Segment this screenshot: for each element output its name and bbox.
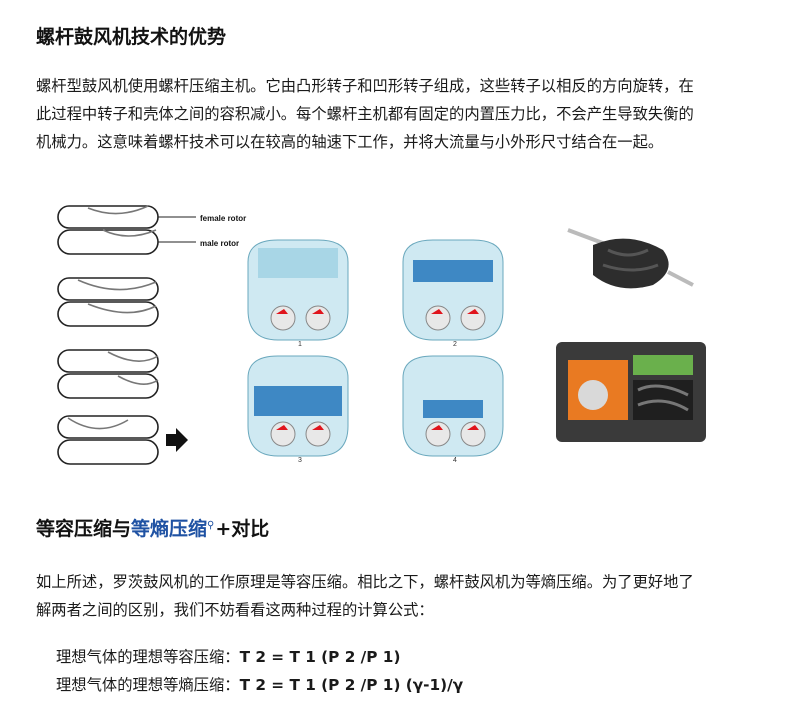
formula-isochoric: 理想气体的理想等容压缩：T 2 = T 1 (P 2 /P 1) xyxy=(56,645,400,667)
paragraph-screw-blower-intro: 螺杆型鼓风机使用螺杆压缩主机。它由凸形转子和凹形转子组成，这些转子以相反的方向旋… xyxy=(36,77,694,151)
stage-number-4: 4 xyxy=(453,457,457,464)
stage-number-3: 3 xyxy=(298,457,302,464)
label-female-rotor: female rotor xyxy=(200,214,246,223)
compression-stage-1: 1 xyxy=(247,239,349,348)
stage-number-2: 2 xyxy=(453,341,457,348)
section-heading-advantages: 螺杆鼓风机技术的优势 xyxy=(36,26,227,48)
compression-stage-4: 4 xyxy=(402,355,504,464)
blower-cutaway-photo xyxy=(556,342,706,442)
rotor-pair-photo xyxy=(558,220,698,300)
formula-isentropic: 理想气体的理想等熵压缩：T 2 = T 1 (P 2 /P 1) (γ-1)/γ xyxy=(56,673,463,695)
keyword-link-isentropic[interactable]: 等熵压缩 xyxy=(131,518,208,540)
stage-number-1: 1 xyxy=(298,341,302,348)
figure-screw-rotor-illustrations: female rotor male rotor 1 2 xyxy=(48,190,728,480)
compression-stage-2: 2 xyxy=(402,239,504,348)
label-male-rotor: male rotor xyxy=(200,239,239,248)
rotor-line-drawings xyxy=(57,205,196,465)
search-icon[interactable]: ⚲ xyxy=(207,519,215,531)
formula-label: 理想气体的理想等熵压缩： xyxy=(56,676,240,694)
section-heading-comparison: 等容压缩与等熵压缩⚲+对比 xyxy=(36,514,269,541)
heading-prefix: 等容压缩与 xyxy=(36,518,132,540)
formula-label: 理想气体的理想等容压缩： xyxy=(56,648,240,666)
paragraph-comparison-intro: 如上所述，罗茨鼓风机的工作原理是等容压缩。相比之下，螺杆鼓风机为等熵压缩。为了更… xyxy=(36,573,694,619)
heading-suffix: +对比 xyxy=(215,518,270,540)
formula-expression: T 2 = T 1 (P 2 /P 1) xyxy=(239,648,401,666)
figure-svg: female rotor male rotor 1 2 xyxy=(57,205,706,465)
compression-stage-3: 3 xyxy=(247,355,349,464)
formula-expression: T 2 = T 1 (P 2 /P 1) (γ-1)/γ xyxy=(239,676,464,694)
